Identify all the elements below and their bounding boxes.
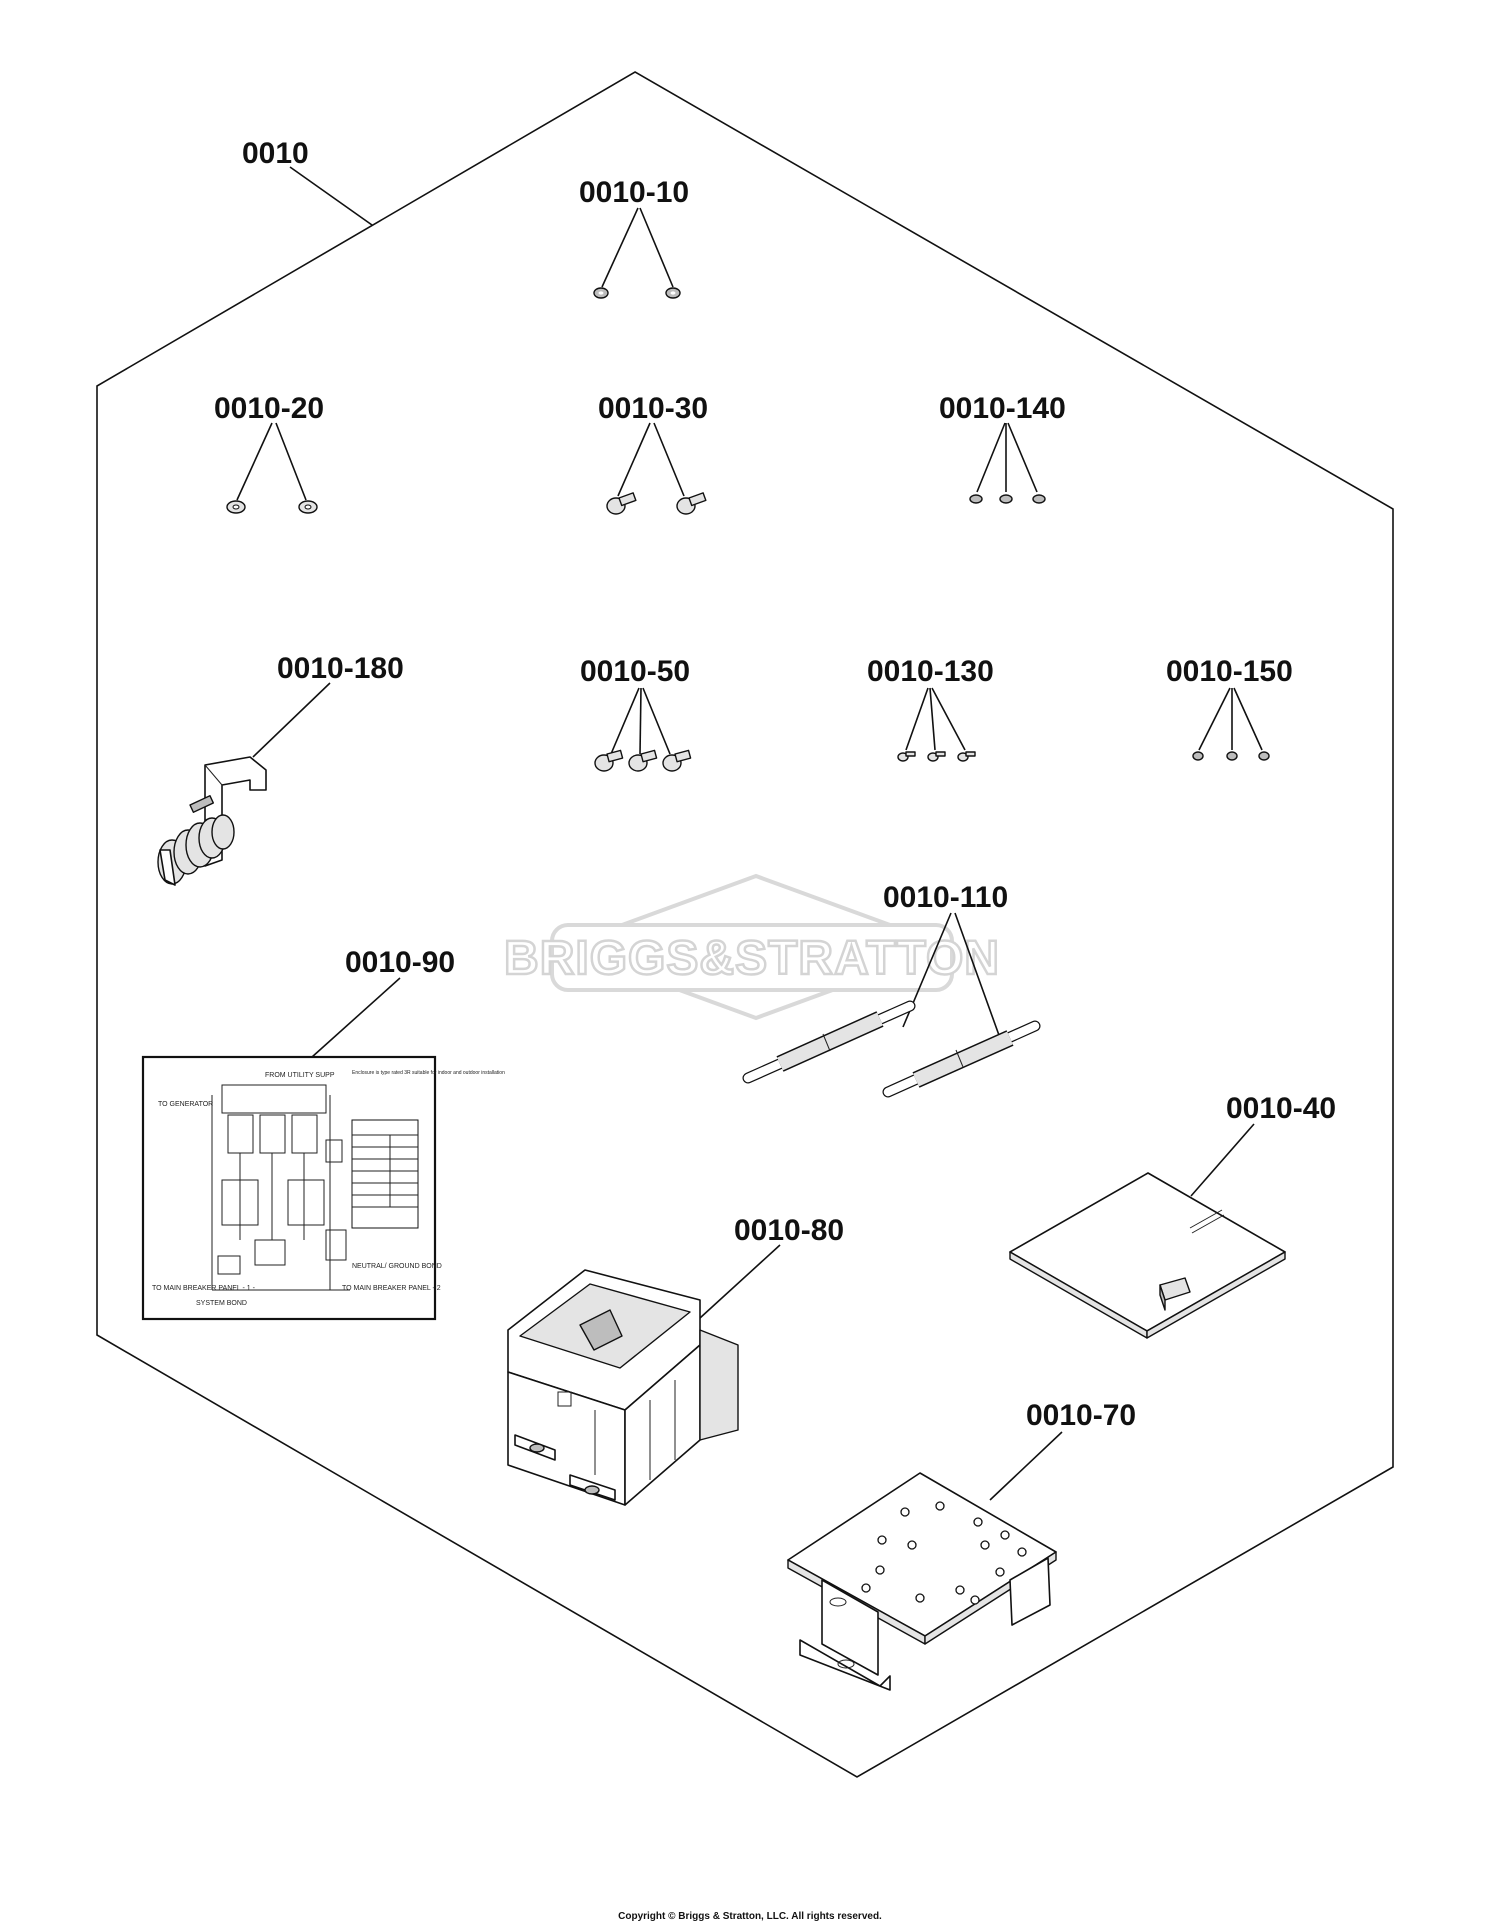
decal-from-utility: FROM UTILITY SUPP	[265, 1072, 335, 1079]
callout-0010-90: 0010-90	[345, 946, 455, 979]
lock-washer-part	[969, 494, 1046, 504]
callout-0010-40: 0010-40	[1226, 1092, 1336, 1125]
leader-line	[236, 422, 273, 501]
decal-to-main-1: TO MAIN BREAKER PANEL - 1 -	[152, 1285, 256, 1292]
leader-line	[617, 422, 651, 497]
washer-part	[593, 287, 681, 299]
watermark-logo: BRIGGS&STRATTON	[503, 873, 1000, 1021]
callout-0010-130: 0010-130	[867, 655, 994, 688]
callout-0010-10: 0010-10	[579, 176, 689, 209]
leader-line	[1190, 1123, 1255, 1197]
leader-line	[954, 912, 1001, 1039]
screw-part	[606, 492, 707, 515]
leader-line	[989, 1431, 1063, 1501]
leader-line	[931, 687, 966, 751]
leader-line	[601, 207, 639, 288]
callout-0010-150: 0010-150	[1166, 655, 1293, 688]
leader-line	[699, 1244, 781, 1319]
leader-line	[1007, 422, 1038, 493]
flat-washer-part	[226, 500, 318, 514]
leader-line	[905, 687, 929, 751]
callout-0010-180: 0010-180	[277, 652, 404, 685]
callout-0010-70: 0010-70	[1026, 1399, 1136, 1432]
mounting-bracket-part	[787, 1472, 1057, 1691]
leader-line	[289, 166, 373, 226]
small-screw-part	[897, 751, 976, 762]
decal-neutral-ground: NEUTRAL/ GROUND BOND	[352, 1263, 442, 1270]
leader-line	[929, 687, 936, 751]
nut-part	[1192, 751, 1270, 761]
watermark-text: BRIGGS&STRATTON	[504, 932, 1000, 985]
screw-part	[594, 749, 692, 772]
leader-line	[642, 687, 671, 755]
strain-relief-connector-part	[157, 756, 267, 886]
kit-boundary-hexagon	[96, 71, 1394, 1778]
callout-0010-20: 0010-20	[214, 392, 324, 425]
leader-line	[639, 687, 642, 755]
copyright-notice: Copyright © Briggs & Stratton, LLC. All …	[618, 1911, 882, 1922]
leader-line	[1233, 687, 1263, 751]
leader-line	[653, 422, 685, 497]
leader-line	[1198, 687, 1231, 751]
callout-0010-30: 0010-30	[598, 392, 708, 425]
cover-plate-part	[1009, 1172, 1286, 1339]
callout-0010-140: 0010-140	[939, 392, 1066, 425]
callout-0010-50: 0010-50	[580, 655, 690, 688]
decal-system-bond: SYSTEM BOND	[196, 1300, 247, 1307]
wiring-decal-part: FROM UTILITY SUPP TO GENERATOR Enclosure…	[141, 1055, 505, 1321]
callout-0010: 0010	[242, 137, 309, 170]
leader-line	[639, 207, 674, 288]
decal-to-generator: TO GENERATOR	[158, 1101, 213, 1108]
leader-line	[252, 682, 331, 758]
leader-line	[610, 687, 640, 755]
decal-to-main-2: TO MAIN BREAKER PANEL - 2	[342, 1285, 441, 1292]
leader-line	[311, 977, 401, 1058]
callout-0010-110: 0010-110	[883, 881, 1008, 914]
butt-connector-part	[742, 1000, 1041, 1098]
decal-enclosure-note: Enclosure is type rated 3R suitable for …	[352, 1070, 505, 1076]
leader-line	[275, 422, 307, 501]
callout-0010-80: 0010-80	[734, 1214, 844, 1247]
transfer-switch-part	[507, 1269, 739, 1506]
leader-line	[976, 422, 1006, 493]
